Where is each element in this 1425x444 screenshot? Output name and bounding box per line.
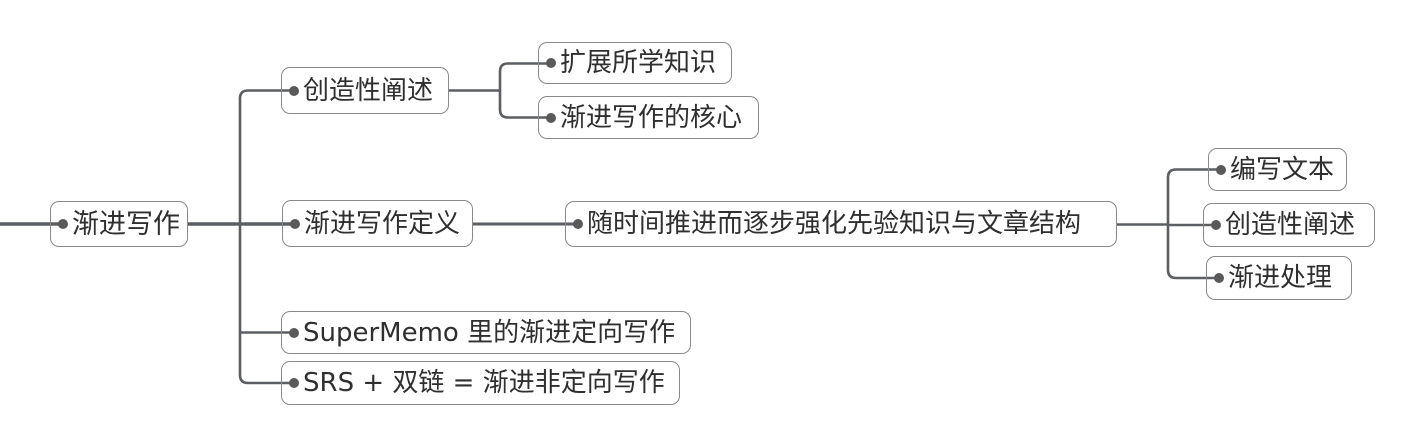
node-label: 随时间推进而逐步强化先验知识与文章结构 [587, 209, 1082, 239]
mindmap-node-creative-elaboration-right[interactable]: 创造性阐述 [1203, 203, 1375, 247]
node-bullet-icon [289, 327, 299, 338]
node-label: 编写文本 [1230, 154, 1335, 185]
mindmap-node-strengthen-over-time[interactable]: 随时间推进而逐步强化先验知识与文章结构 [565, 201, 1117, 247]
mindmap-node-incremental-processing[interactable]: 渐进处理 [1206, 256, 1352, 300]
node-label: 渐进处理 [1228, 263, 1333, 293]
node-bullet-icon [289, 378, 299, 388]
mindmap-node-expand-knowledge[interactable]: 扩展所学知识 [538, 42, 732, 84]
node-bullet-icon [58, 219, 68, 229]
node-label: 创造性阐述 [1225, 210, 1356, 240]
node-bullet-icon [289, 85, 299, 96]
node-label: 渐进写作 [72, 208, 180, 240]
node-label: SuperMemo 里的渐进定向写作 [303, 317, 676, 348]
node-bullet-icon [546, 58, 556, 68]
connector-trunk1 [238, 89, 293, 385]
mindmap-node-core-of-incremental-writing[interactable]: 渐进写作的核心 [538, 96, 759, 139]
node-bullet-icon [573, 219, 583, 229]
mindmap-node-root[interactable]: 渐进写作 [50, 201, 188, 247]
mindmap-node-srs-bidirectional-links[interactable]: SRS + 双链 = 渐进非定向写作 [281, 361, 680, 405]
node-bullet-icon [546, 112, 556, 123]
node-label: SRS + 双链 = 渐进非定向写作 [303, 368, 665, 398]
node-label: 渐进写作的核心 [560, 102, 743, 133]
node-bullet-icon [1216, 164, 1226, 175]
node-label: 扩展所学知识 [560, 48, 717, 78]
connector-trunk2 [498, 62, 547, 119]
node-bullet-icon [290, 218, 300, 229]
node-label: 创造性阐述 [303, 75, 434, 106]
mindmap-node-creative-elaboration[interactable]: 创造性阐述 [281, 67, 449, 114]
node-bullet-icon [1214, 273, 1224, 283]
node-bullet-icon [1211, 220, 1221, 230]
mindmap-node-write-text[interactable]: 编写文本 [1208, 148, 1347, 191]
mindmap-node-definition[interactable]: 渐进写作定义 [282, 200, 473, 247]
node-label: 渐进写作定义 [304, 208, 461, 239]
mindmap-node-supermemo-directed-writing[interactable]: SuperMemo 里的渐进定向写作 [281, 311, 691, 354]
